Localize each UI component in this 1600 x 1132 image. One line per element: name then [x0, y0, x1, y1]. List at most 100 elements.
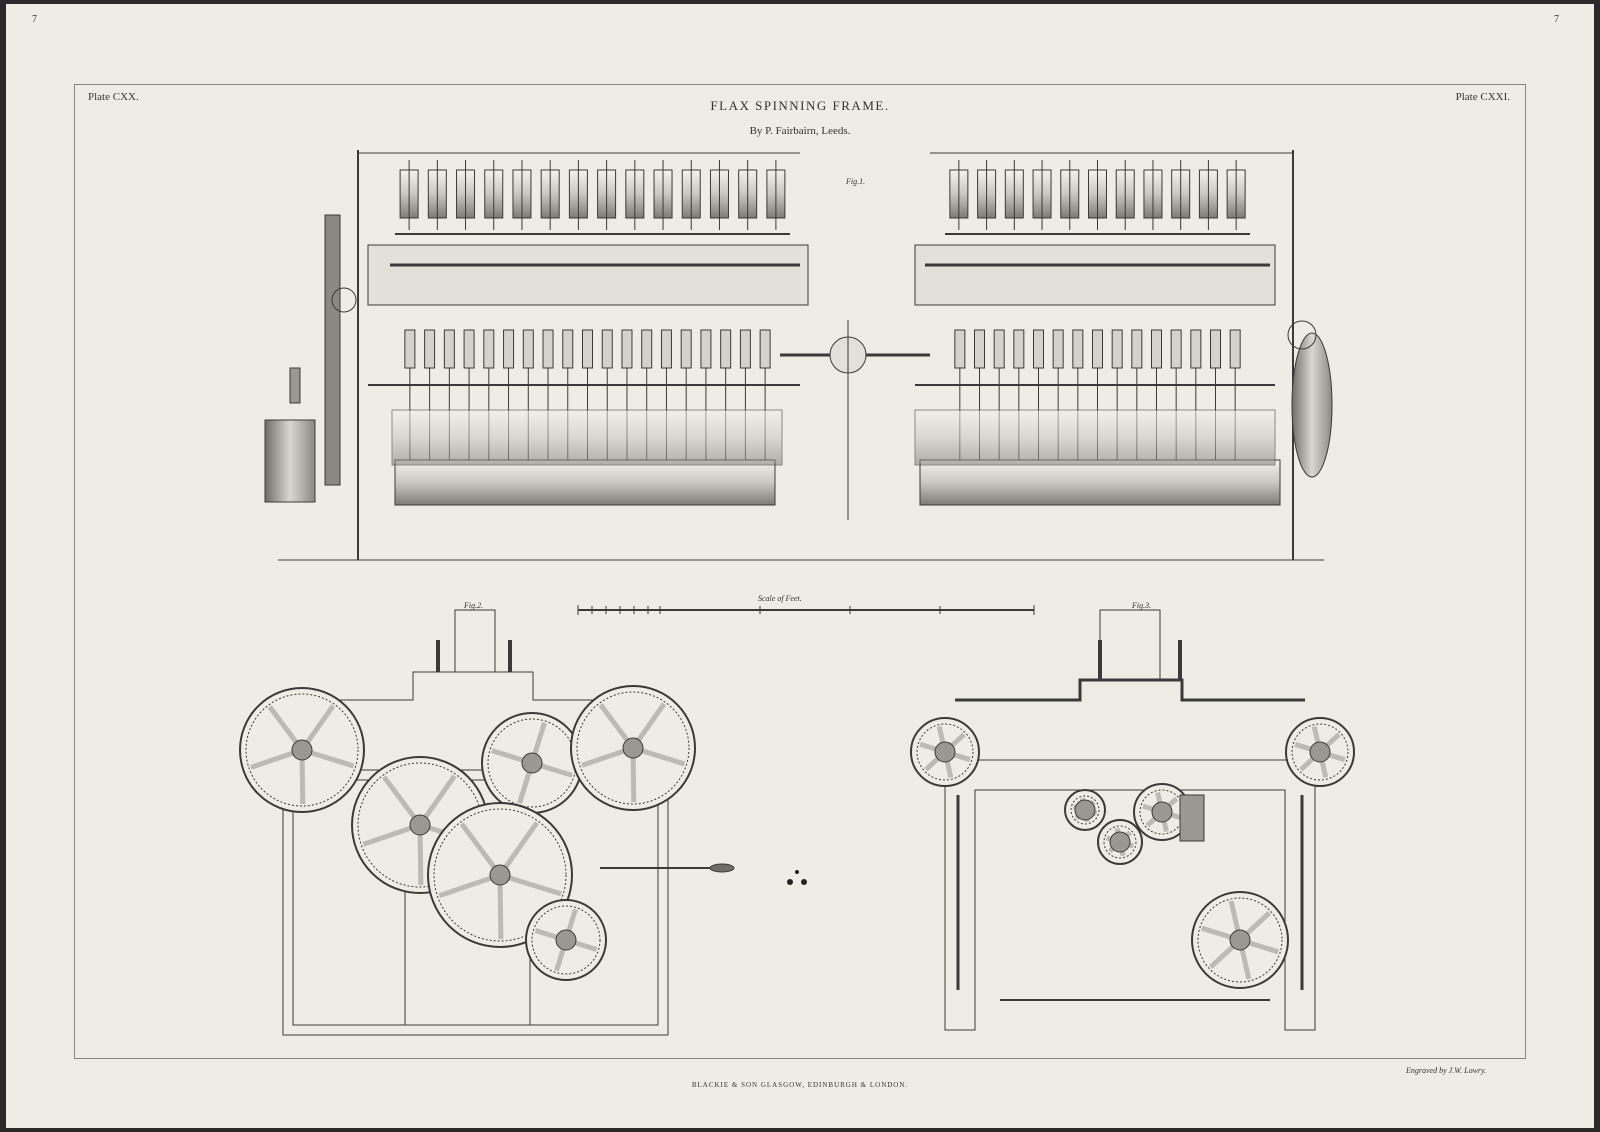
- gear-e-spoke: [499, 872, 562, 897]
- fig3-top-housing: [955, 678, 1305, 702]
- fig3-section: [910, 609, 1355, 1031]
- spindle-bobbin: [993, 329, 1005, 369]
- spindle-bobbin: [503, 329, 515, 369]
- plate-byline: By P. Fairbairn, Leeds.: [749, 125, 851, 137]
- gear-a-hub: [291, 739, 313, 761]
- fig1-drive-pulley-right: [1291, 332, 1333, 478]
- spindle-bobbin: [954, 329, 966, 369]
- gear-e-teeth: [433, 808, 567, 942]
- gear-l-hub: [1074, 799, 1096, 821]
- plate-title: FLAX SPINNING FRAME.: [710, 98, 890, 113]
- spindle-bobbin: [739, 329, 751, 369]
- fig2-frame-inner: [292, 779, 659, 1026]
- fig1-gear-small: [331, 287, 357, 313]
- punch-dot: [787, 879, 793, 885]
- fig1-tin-roller-left: [391, 409, 783, 466]
- spindle-bobbin: [680, 329, 692, 369]
- fig2-gear-wheels: [239, 685, 696, 981]
- gear-d-teeth: [576, 691, 690, 805]
- punch-dot: [801, 879, 807, 885]
- fig1-drive-pulley-left: [264, 419, 316, 503]
- spindle-bobbin: [483, 329, 495, 369]
- spindle-bobbin: [1013, 329, 1025, 369]
- spindle-bobbin: [1072, 329, 1084, 369]
- spindle-bobbin: [974, 329, 985, 369]
- engraver-credit: Engraved by J.W. Lowry.: [1406, 1066, 1487, 1075]
- corner-mark-right: 7: [1554, 14, 1559, 25]
- publisher-imprint: BLACKIE & SON GLASGOW, EDINBURGH & LONDO…: [691, 1081, 909, 1089]
- scale-ticks: [577, 606, 1035, 614]
- gear-i-hub: [1151, 801, 1173, 823]
- gear-e-spoke: [438, 872, 501, 899]
- spindle-bobbin: [1052, 329, 1064, 369]
- gear-h-teeth: [1291, 723, 1349, 781]
- spindle-bobbin: [443, 329, 455, 369]
- gear-e-spoke: [497, 874, 504, 940]
- fig1-governor: [289, 367, 301, 404]
- gear-k-hub: [1229, 929, 1251, 951]
- gear-l-teeth: [1070, 795, 1100, 825]
- fig1-tin-roller-right: [914, 409, 1276, 466]
- spindle-bobbin: [463, 329, 475, 369]
- spindle-bobbin: [641, 329, 653, 369]
- spindle-bobbin: [1210, 329, 1221, 369]
- gear-e-hub: [489, 864, 511, 886]
- spindle-bobbin: [424, 329, 436, 369]
- gear-j-teeth: [1103, 825, 1137, 859]
- corner-mark-left: 7: [32, 14, 37, 25]
- spindle-bobbin: [660, 329, 672, 369]
- plate-border: [74, 84, 1526, 1059]
- gear-g-hub: [934, 741, 956, 763]
- fig1-front-elevation: [264, 150, 1333, 561]
- fig1-roller-beam-right: [914, 244, 1276, 306]
- fig2-end-elevation: [239, 609, 735, 1036]
- fig1-bobbin-row-left: [395, 160, 790, 235]
- gear-j-hub: [1109, 831, 1131, 853]
- spindle-bobbin: [759, 329, 771, 369]
- spindle-bobbin: [1092, 329, 1103, 369]
- spindle-bobbin: [542, 329, 554, 369]
- gear-d-hub: [622, 737, 644, 759]
- fig3-label: Fig.3.: [1132, 601, 1152, 610]
- spindle-bobbin: [404, 329, 416, 369]
- gear-e-spoke: [459, 822, 503, 877]
- gear-f-hub: [555, 929, 577, 951]
- spindle-bobbin: [601, 329, 613, 369]
- fig1-drum-right: [919, 459, 1281, 506]
- plate-number-left: Plate CXX.: [88, 91, 139, 103]
- gear-a-teeth: [245, 693, 359, 807]
- gear-b-hub: [409, 814, 431, 836]
- fig3-gear-wheels: [910, 717, 1355, 989]
- spindle-bobbin: [621, 329, 633, 369]
- fig3-head: [1099, 609, 1161, 680]
- plate-number-right: Plate CXXI.: [1455, 91, 1510, 103]
- gear-k-teeth: [1197, 897, 1283, 983]
- spindle-bobbin: [700, 329, 712, 369]
- fig2-top-housing: [338, 671, 605, 701]
- fig1-gear-column: [324, 214, 341, 486]
- gear-f-teeth: [531, 905, 601, 975]
- scale-label: Scale of Feet.: [758, 594, 802, 603]
- fig3-weight: [1179, 794, 1205, 842]
- spindle-bobbin: [562, 329, 574, 369]
- fig1-label: Fig.1.: [846, 177, 866, 186]
- paper-sheet: 7 7 Plate CXX. Plate CXXI. FLAX SPINNING…: [6, 4, 1594, 1128]
- punch-dot: [795, 870, 799, 874]
- fig2-head: [454, 609, 496, 672]
- spindle-bobbin: [1033, 329, 1044, 369]
- fig2-frame: [282, 769, 669, 1036]
- spindle-bobbin: [720, 329, 732, 369]
- scale-bar: [577, 605, 1035, 615]
- spindle-bobbin: [1151, 329, 1162, 369]
- fig2-handle: [709, 863, 735, 873]
- spindle-bobbin: [1111, 329, 1123, 369]
- spindle-bobbin: [1131, 329, 1143, 369]
- spindle-bobbin: [582, 329, 593, 369]
- spindle-bobbin: [1229, 329, 1241, 369]
- gear-c-hub: [521, 752, 543, 774]
- gear-h-hub: [1309, 741, 1331, 763]
- fig3-frame: [944, 759, 1316, 1031]
- gear-g-teeth: [916, 723, 974, 781]
- spindle-bobbin: [1170, 329, 1182, 369]
- fig1-roller-beam-left: [367, 244, 809, 306]
